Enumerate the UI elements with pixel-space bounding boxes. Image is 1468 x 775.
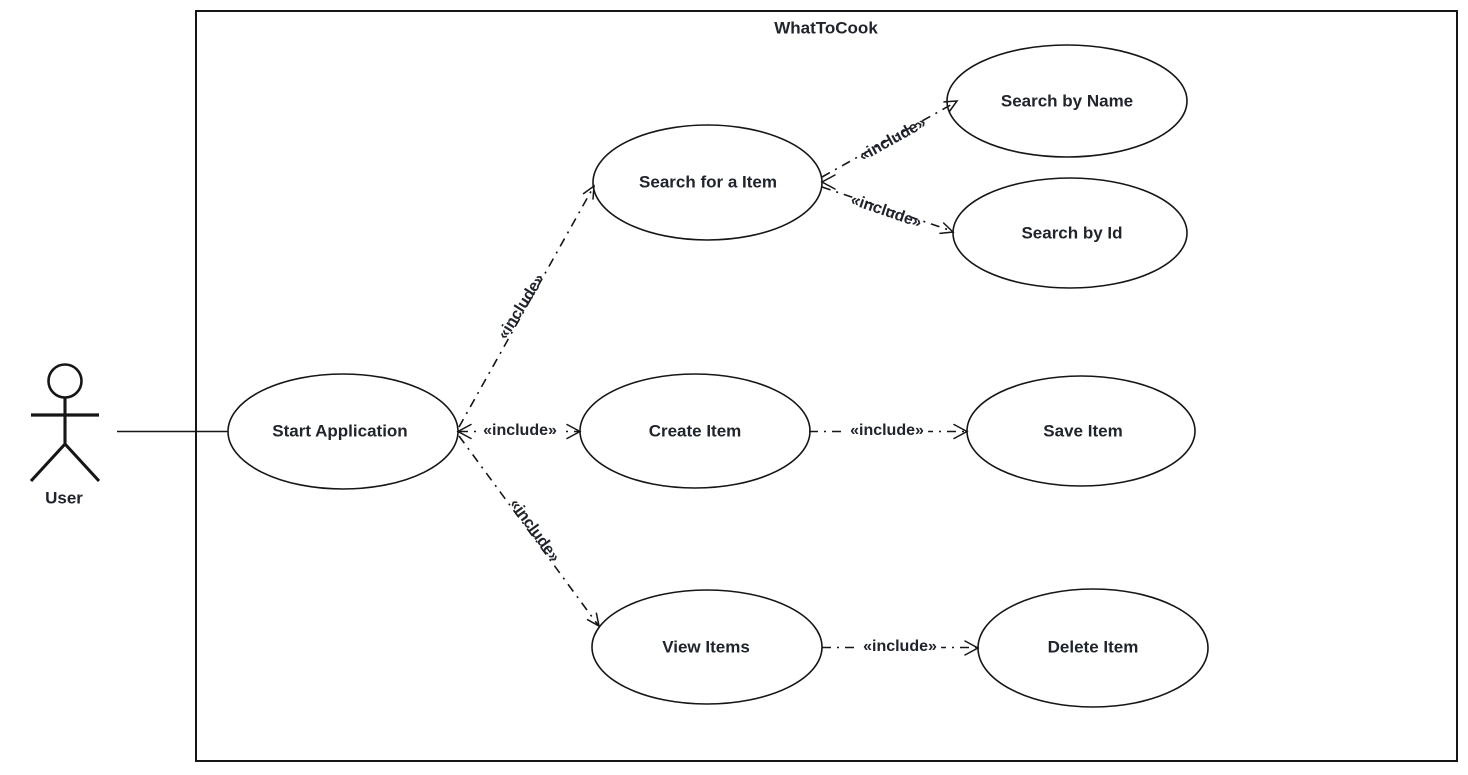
include-line-start-to-view: [458, 435, 599, 626]
arrowhead-into-search-by-id: [939, 222, 955, 235]
arrowhead-into-search-for-item-right: [820, 174, 836, 190]
usecase-label-search-by-id: Search by Id: [1021, 223, 1123, 243]
include-line-start-to-search: [458, 185, 595, 428]
usecase-ellipse-search-by-id: [952, 177, 1188, 289]
arrowhead-into-search-for-item: [582, 184, 595, 200]
arrowhead-into-delete-item: [964, 640, 980, 656]
arrowhead-into-view-items: [586, 612, 601, 628]
usecase-label-delete-item: Delete Item: [1047, 637, 1139, 657]
usecase-label-search-for-item: Search for a Item: [639, 172, 777, 192]
usecase-label-start-application: Start Application: [272, 421, 408, 441]
usecase-label-create-item: Create Item: [648, 421, 742, 441]
actor-leg-left: [29, 442, 67, 483]
actor-leg-right: [63, 442, 101, 483]
arrowhead-into-start-application: [456, 423, 472, 440]
actor-figure: [29, 363, 101, 483]
actor-head: [47, 363, 83, 399]
usecase-label-search-by-name: Search by Name: [1000, 91, 1134, 111]
arrowhead-into-search-by-name: [943, 100, 959, 113]
actor-label: User: [45, 488, 83, 508]
arrowhead-into-save-item: [953, 423, 969, 440]
include-label-start-to-create: «include»: [479, 421, 561, 441]
include-line-search-to-name: [821, 101, 957, 178]
usecase-label-view-items: View Items: [662, 637, 750, 657]
system-boundary-frame: [195, 10, 1458, 762]
arrowhead-into-create-item: [566, 423, 582, 440]
include-label-create-to-save: «include»: [846, 421, 928, 441]
include-label-view-to-delete: «include»: [859, 637, 941, 657]
system-title: WhatToCook: [774, 18, 878, 38]
usecase-label-save-item: Save Item: [1043, 421, 1123, 441]
